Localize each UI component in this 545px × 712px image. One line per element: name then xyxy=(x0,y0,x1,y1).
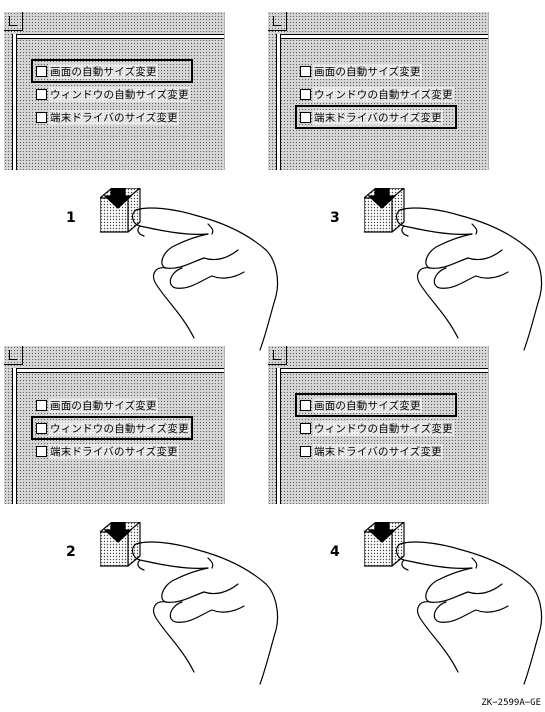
menu-item-label: 画面の自動サイズ変更 xyxy=(49,397,158,413)
screen-area: 画面の自動サイズ変更 ウィンドウの自動サイズ変更 端末ドライバのサイズ変更 xyxy=(268,12,489,170)
window-corner xyxy=(4,346,23,365)
screen-area: 画面の自動サイズ変更 ウィンドウの自動サイズ変更 端末ドライバのサイズ変更 xyxy=(268,346,489,504)
checkbox-icon[interactable] xyxy=(300,88,311,100)
window-corner xyxy=(268,12,287,31)
checkbox-icon[interactable] xyxy=(36,422,47,434)
checkbox-icon[interactable] xyxy=(36,65,47,77)
panel-step-2: 画面の自動サイズ変更 ウィンドウの自動サイズ変更 端末ドライバのサイズ変更 2 xyxy=(4,346,279,685)
menu-item-label: 端末ドライバのサイズ変更 xyxy=(313,109,443,125)
menu-item-screen-auto-resize[interactable]: 画面の自動サイズ変更 xyxy=(295,393,457,417)
window-frame-top xyxy=(12,368,224,373)
pressing-hand-icon xyxy=(131,541,279,685)
menu-item-label: 画面の自動サイズ変更 xyxy=(313,63,422,79)
resize-options-menu: 画面の自動サイズ変更 ウィンドウの自動サイズ変更 端末ドライバのサイズ変更 xyxy=(295,60,457,129)
resize-options-menu: 画面の自動サイズ変更 ウィンドウの自動サイズ変更 端末ドライバのサイズ変更 xyxy=(295,393,457,463)
window-frame-top xyxy=(276,368,488,373)
menu-item-label: 端末ドライバのサイズ変更 xyxy=(49,443,179,459)
window-corner xyxy=(268,346,287,365)
checkbox-icon[interactable] xyxy=(300,111,311,123)
down-arrow-key-icon xyxy=(364,188,543,351)
menu-item-window-auto-resize[interactable]: ウィンドウの自動サイズ変更 xyxy=(296,83,456,105)
figure-code: ZK−2599A−GE xyxy=(481,698,541,708)
menu-item-window-auto-resize[interactable]: ウィンドウの自動サイズ変更 xyxy=(296,417,456,439)
menu-item-screen-auto-resize[interactable]: 画面の自動サイズ変更 xyxy=(32,394,192,416)
menu-item-terminal-driver-resize[interactable]: 端末ドライバのサイズ変更 xyxy=(32,440,192,462)
menu-item-screen-auto-resize[interactable]: 画面の自動サイズ変更 xyxy=(296,60,456,82)
step-number: 1 xyxy=(66,210,76,226)
down-arrow-key-icon xyxy=(100,188,279,351)
panel-step-4: 画面の自動サイズ変更 ウィンドウの自動サイズ変更 端末ドライバのサイズ変更 4 xyxy=(268,346,543,685)
down-arrow-key-icon xyxy=(100,522,279,685)
step-number: 2 xyxy=(66,544,76,560)
screen-area: 画面の自動サイズ変更 ウィンドウの自動サイズ変更 端末ドライバのサイズ変更 xyxy=(4,12,225,170)
menu-item-label: 画面の自動サイズ変更 xyxy=(49,63,158,79)
menu-item-label: ウィンドウの自動サイズ変更 xyxy=(313,86,454,102)
checkbox-icon[interactable] xyxy=(36,111,47,123)
window-frame-top xyxy=(12,34,224,39)
window-frame-left xyxy=(12,368,17,504)
menu-item-label: 端末ドライバのサイズ変更 xyxy=(49,109,179,125)
step-number: 3 xyxy=(330,210,340,226)
menu-item-label: 画面の自動サイズ変更 xyxy=(313,397,422,413)
resize-options-menu: 画面の自動サイズ変更 ウィンドウの自動サイズ変更 端末ドライバのサイズ変更 xyxy=(31,59,193,129)
menu-item-terminal-driver-resize[interactable]: 端末ドライバのサイズ変更 xyxy=(32,106,192,128)
menu-item-terminal-driver-resize[interactable]: 端末ドライバのサイズ変更 xyxy=(295,105,457,129)
window-frame-top xyxy=(276,34,488,39)
checkbox-icon[interactable] xyxy=(300,399,311,411)
window-frame-left xyxy=(12,34,17,170)
menu-item-terminal-driver-resize[interactable]: 端末ドライバのサイズ変更 xyxy=(296,440,456,462)
step-number: 4 xyxy=(330,544,340,560)
panel-step-3: 画面の自動サイズ変更 ウィンドウの自動サイズ変更 端末ドライバのサイズ変更 3 xyxy=(268,12,543,351)
window-frame-left xyxy=(276,368,281,504)
menu-item-window-auto-resize[interactable]: ウィンドウの自動サイズ変更 xyxy=(31,416,193,440)
menu-item-label: ウィンドウの自動サイズ変更 xyxy=(49,420,190,436)
panel-step-1: 画面の自動サイズ変更 ウィンドウの自動サイズ変更 端末ドライバのサイズ変更 1 xyxy=(4,12,279,351)
menu-item-label: 端末ドライバのサイズ変更 xyxy=(313,443,443,459)
checkbox-icon[interactable] xyxy=(36,445,47,457)
checkbox-icon[interactable] xyxy=(300,422,311,434)
pressing-hand-icon xyxy=(395,207,543,351)
window-corner xyxy=(4,12,23,31)
checkbox-icon[interactable] xyxy=(36,88,47,100)
pressing-hand-icon xyxy=(395,541,543,685)
menu-item-window-auto-resize[interactable]: ウィンドウの自動サイズ変更 xyxy=(32,83,192,105)
window-frame-left xyxy=(276,34,281,170)
checkbox-icon[interactable] xyxy=(300,445,311,457)
menu-item-label: ウィンドウの自動サイズ変更 xyxy=(313,420,454,436)
menu-item-screen-auto-resize[interactable]: 画面の自動サイズ変更 xyxy=(31,59,193,83)
pressing-hand-icon xyxy=(131,207,279,351)
screen-area: 画面の自動サイズ変更 ウィンドウの自動サイズ変更 端末ドライバのサイズ変更 xyxy=(4,346,225,504)
checkbox-icon[interactable] xyxy=(36,399,47,411)
down-arrow-key-icon xyxy=(364,522,543,685)
resize-options-menu: 画面の自動サイズ変更 ウィンドウの自動サイズ変更 端末ドライバのサイズ変更 xyxy=(31,394,193,463)
checkbox-icon[interactable] xyxy=(300,65,311,77)
menu-item-label: ウィンドウの自動サイズ変更 xyxy=(49,86,190,102)
